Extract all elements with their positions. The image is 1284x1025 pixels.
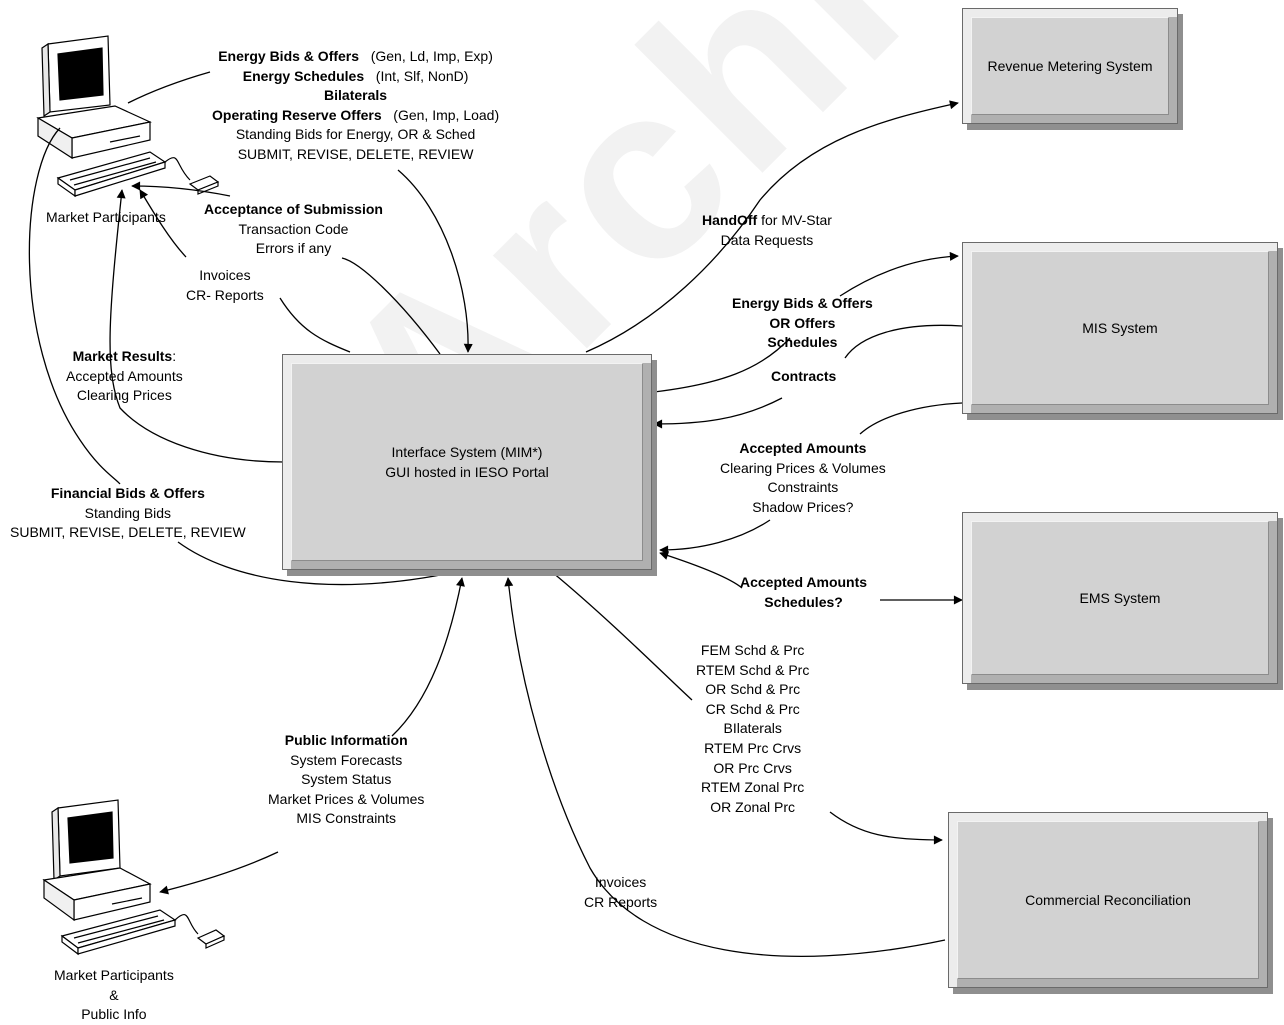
public-information-label: Public Information System Forecasts Syst… xyxy=(268,732,425,827)
connector-financial xyxy=(177,541,466,586)
mis-outbound-label: Energy Bids & Offers OR Offers Schedules xyxy=(732,295,873,351)
financial-bids-label: Financial Bids & Offers Standing Bids SU… xyxy=(10,485,246,541)
mis-system-label: MIS System xyxy=(1082,320,1158,336)
connector-acceptance xyxy=(131,181,231,197)
submissions-label: Energy Bids & Offers (Gen, Ld, Imp, Exp)… xyxy=(212,48,500,162)
connector-handoff xyxy=(585,100,959,353)
revenue-metering-system-label: Revenue Metering System xyxy=(987,58,1153,74)
computer-icon-public-info xyxy=(42,799,226,956)
market-results-label: Market Results: Accepted Amounts Clearin… xyxy=(66,348,183,404)
connector-submissions-source xyxy=(127,71,211,104)
connector-market-results xyxy=(109,189,285,463)
commercial-reconciliation-data-label: FEM Schd & Prc RTEM Schd & Prc OR Schd &… xyxy=(696,642,810,815)
connector-acceptance-2 xyxy=(341,257,441,355)
interface-system-box: Interface System (MIM*) GUI hosted in IE… xyxy=(282,354,652,570)
connector-cr-2 xyxy=(829,811,943,845)
contracts-label: Contracts xyxy=(771,368,837,384)
connector-invoices-top-2 xyxy=(279,297,351,353)
ems-label: Accepted Amounts Schedules? xyxy=(740,574,868,610)
connector-mis-in xyxy=(859,402,963,435)
connector-invoices-top xyxy=(139,189,187,258)
revenue-metering-system-box: Revenue Metering System xyxy=(962,8,1178,124)
mis-inbound-label: Accepted Amounts Clearing Prices & Volum… xyxy=(720,440,886,515)
connector-submissions xyxy=(397,169,473,353)
computer-icon-market-participants xyxy=(36,35,220,198)
acceptance-label: Acceptance of Submission Transaction Cod… xyxy=(204,201,383,257)
connector-public-info xyxy=(391,577,465,737)
ems-system-label: EMS System xyxy=(1079,590,1161,606)
commercial-reconciliation-box: Commercial Reconciliation xyxy=(948,812,1268,988)
connector-mis-in-2 xyxy=(659,519,771,555)
commercial-reconciliation-label: Commercial Reconciliation xyxy=(1025,892,1191,908)
connector-invoices-bottom xyxy=(504,577,946,957)
connector-participants-outer xyxy=(28,127,121,485)
market-participants-public-info-label: Market Participants & Public Info xyxy=(54,967,174,1023)
interface-system-label: Interface System (MIM*) GUI hosted in IE… xyxy=(385,444,549,480)
connector-mis-out-2 xyxy=(839,251,959,297)
handoff-label: HandOff for MV-Star Data Requests xyxy=(702,212,832,248)
ems-system-box: EMS System xyxy=(962,512,1278,684)
invoices-cr-reports-top-label: Invoices CR- Reports xyxy=(186,267,264,303)
market-participants-label: Market Participants xyxy=(46,209,166,225)
connector-contracts-2 xyxy=(653,397,783,429)
mis-system-box: MIS System xyxy=(962,242,1278,414)
connector-contracts xyxy=(844,324,963,359)
connector-cr xyxy=(551,571,693,701)
connector-ems xyxy=(659,551,743,589)
connector-public-info-out xyxy=(159,851,279,895)
invoices-cr-reports-bottom-label: Invoices CR Reports xyxy=(584,874,658,910)
connector-mis-out xyxy=(653,337,791,393)
